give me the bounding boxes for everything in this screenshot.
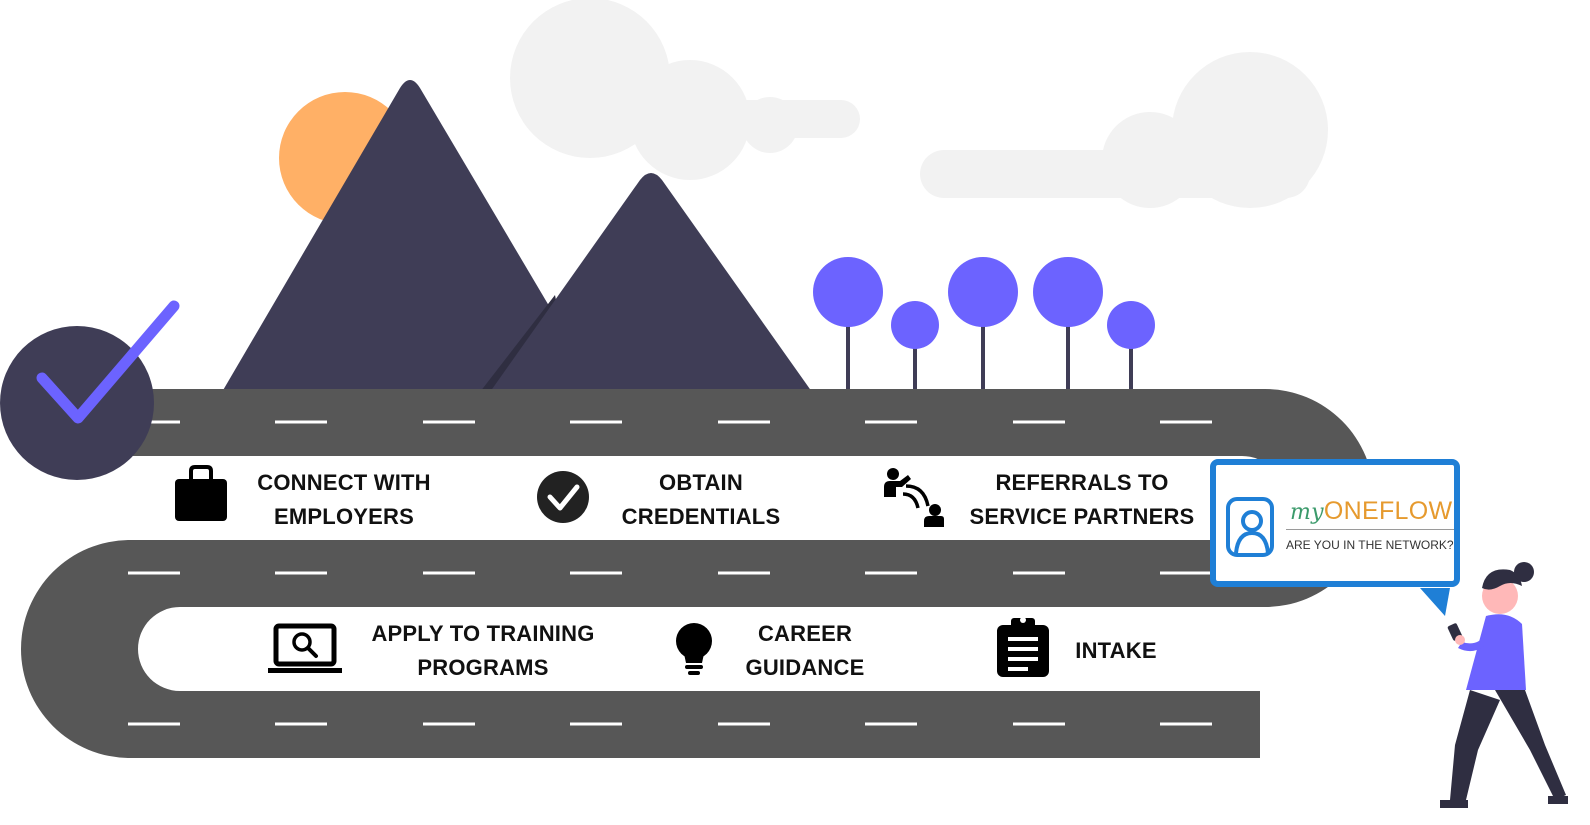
clipboard-icon xyxy=(997,617,1049,677)
cloud-right xyxy=(920,52,1328,208)
brand-name: ONEFLOW xyxy=(1323,497,1453,525)
stage-guidance-line-1: CAREER xyxy=(757,621,853,646)
myoneflow-logo-panel: myONEFLOW ARE YOU IN THE NETWORK? xyxy=(1210,459,1460,587)
trees xyxy=(813,257,1155,392)
stage-obtain-credentials: OBTAIN CREDENTIALS xyxy=(600,466,802,534)
laptop-search-icon xyxy=(268,623,342,673)
cloud-left xyxy=(510,0,860,180)
road-surface xyxy=(21,389,1374,758)
brand-wordmark: myONEFLOW xyxy=(1290,497,1452,526)
tree-5 xyxy=(1107,301,1155,392)
road xyxy=(21,389,1374,758)
lightbulb-icon xyxy=(676,623,712,675)
stage-connect-with-employers: CONNECT WITH EMPLOYERS xyxy=(230,466,458,534)
clouds xyxy=(510,0,1328,208)
user-profile-icon xyxy=(1226,497,1274,557)
logo-bubble-tail xyxy=(1420,588,1450,616)
stage-guidance-line-2: GUIDANCE xyxy=(745,655,865,680)
stage-training-line-2: PROGRAMS xyxy=(417,655,549,680)
lane-markings xyxy=(128,420,1212,726)
stage-credentials-line-2: CREDENTIALS xyxy=(621,504,781,529)
stage-connect-line-2: EMPLOYERS xyxy=(274,504,414,529)
stage-credentials-line-1: OBTAIN xyxy=(659,470,743,495)
stage-career-guidance: CAREER GUIDANCE xyxy=(728,617,882,685)
stage-training-line-1: APPLY TO TRAINING xyxy=(371,621,595,646)
mountain-shadow xyxy=(480,295,560,392)
tree-2 xyxy=(891,301,939,392)
mountain-small xyxy=(490,173,812,392)
stage-apply-training: APPLY TO TRAINING PROGRAMS xyxy=(350,617,616,685)
brand-divider xyxy=(1286,529,1454,530)
person-with-phone xyxy=(1440,562,1568,808)
brand-tagline: ARE YOU IN THE NETWORK? xyxy=(1286,538,1454,552)
stage-connect-line-1: CONNECT WITH xyxy=(257,470,431,495)
stage-referrals-line-2: SERVICE PARTNERS xyxy=(969,504,1195,529)
mountains xyxy=(222,80,812,392)
stage-referrals-line-1: REFERRALS TO xyxy=(995,470,1169,495)
tree-1 xyxy=(813,257,883,392)
check-circle-icon xyxy=(537,471,589,523)
tree-4 xyxy=(1033,257,1103,392)
completion-check-icon xyxy=(0,300,180,480)
stage-intake: INTAKE xyxy=(1060,634,1172,668)
referral-network-icon xyxy=(884,468,944,527)
tree-3 xyxy=(948,257,1018,392)
mountain-big xyxy=(222,80,600,392)
stage-referrals: REFERRALS TO SERVICE PARTNERS xyxy=(952,466,1212,534)
stage-intake-line-1: INTAKE xyxy=(1075,638,1157,663)
brand-prefix: my xyxy=(1290,500,1324,525)
briefcase-icon xyxy=(175,465,227,521)
